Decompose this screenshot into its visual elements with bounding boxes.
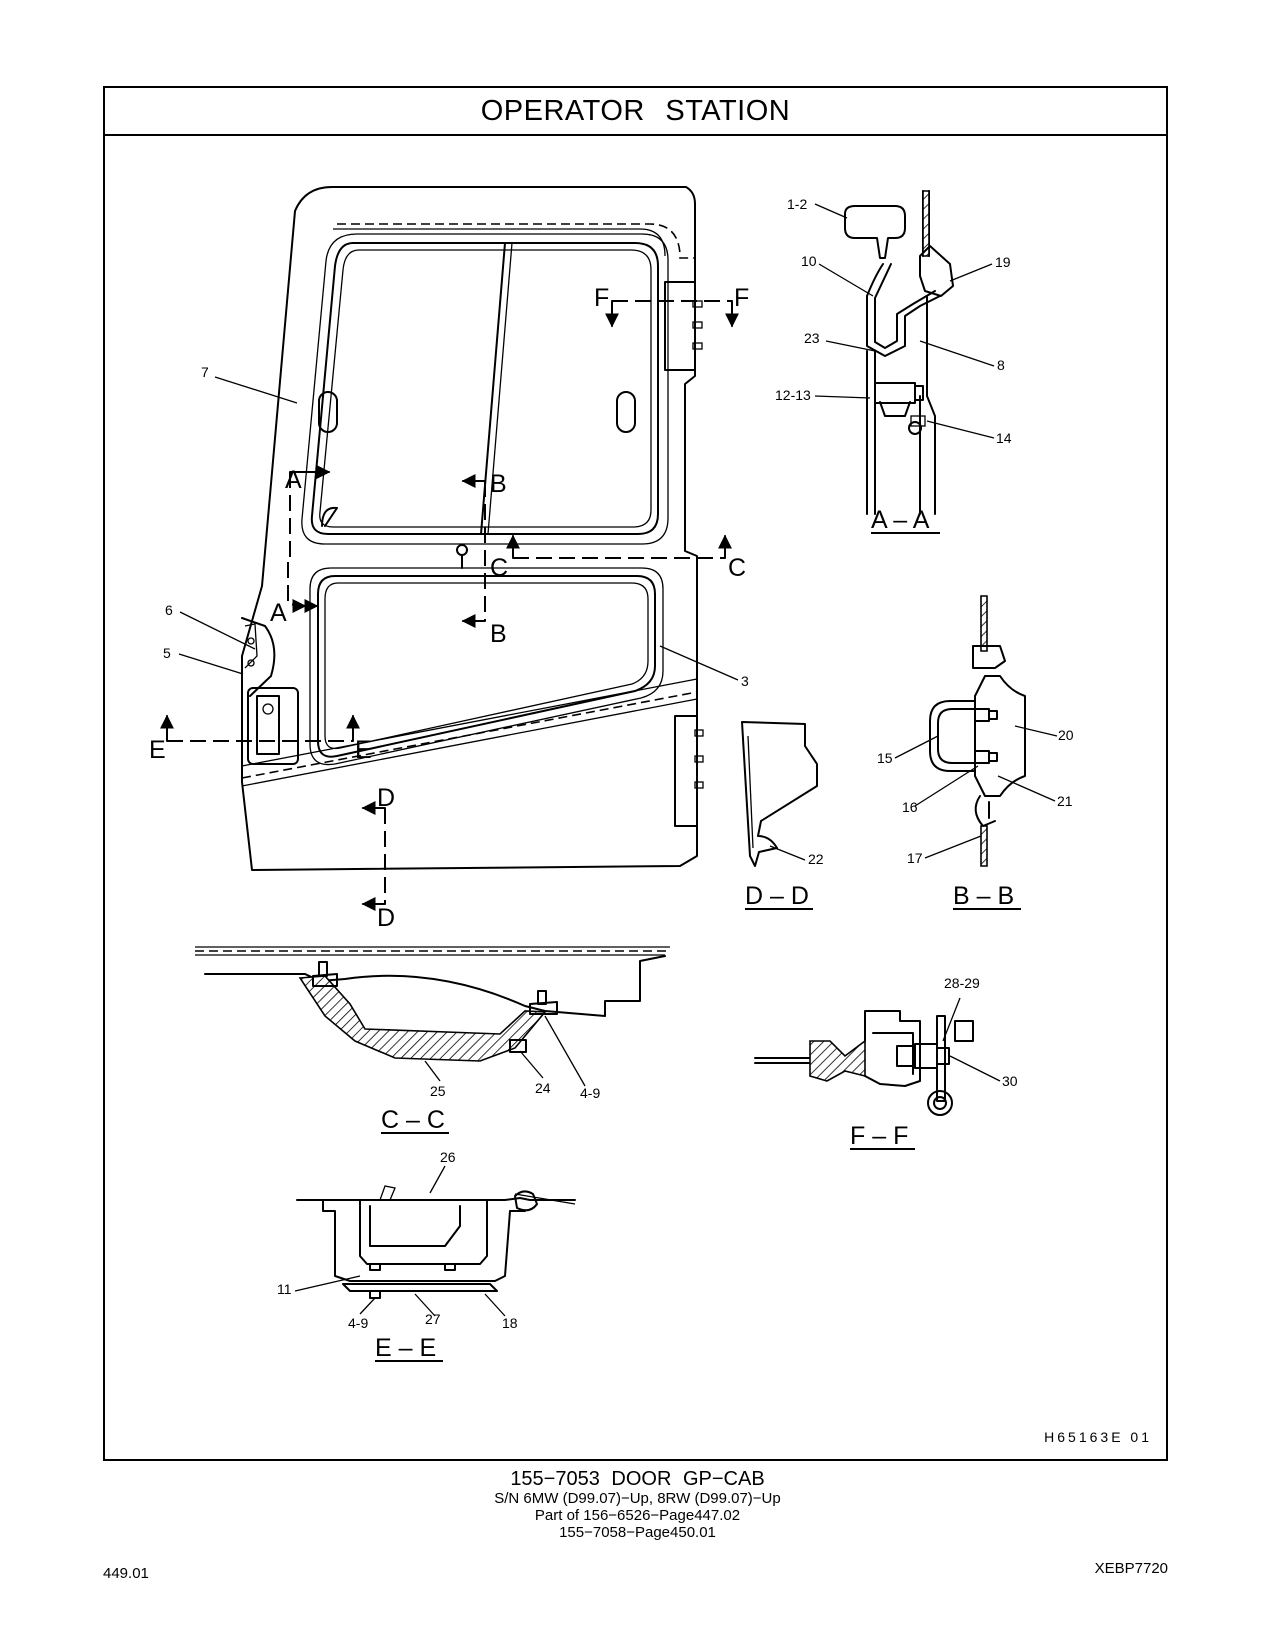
letter-b-bottom: B [490,620,507,648]
callout-4-9-cc: 4-9 [580,1085,600,1101]
callout-25: 25 [430,1083,446,1099]
letter-b-top: B [490,470,507,498]
section-label-c-c: C – C [381,1106,445,1134]
callout-11: 11 [277,1281,292,1297]
section-e-e: 26 11 4-9 27 18 E – E [277,1149,576,1362]
letter-d-top: D [377,784,395,812]
drawing-code: H65163E 01 [1044,1429,1152,1445]
callout-15: 15 [877,750,893,766]
caption-serial: S/N 6MW (D99.07)−Up, 8RW (D99.07)−Up [494,1490,781,1507]
drawing-svg: A A B B C C D D E E F F 7 6 5 3 [149,186,1074,1362]
section-c-c: 25 24 4-9 C – C [195,946,670,1134]
letter-e-right: E [355,736,372,764]
callout-19: 19 [995,254,1011,270]
section-label-d-d: D – D [745,882,809,910]
callout-10: 10 [801,253,817,269]
callout-17: 17 [907,850,923,866]
callout-18: 18 [502,1315,518,1331]
caption-part-of: Part of 156−6526−Page447.02 [534,1507,741,1524]
callout-1-2: 1-2 [787,196,807,212]
cab-door-view: A A B B C C D D E E F F 7 6 5 3 [149,186,749,932]
letter-c-left: C [490,554,508,582]
callout-8: 8 [997,357,1005,373]
page-title: OPERATOR STATION [480,94,791,127]
title-bar: OPERATOR STATION [105,88,1166,136]
callout-22: 22 [808,851,824,867]
callout-7: 7 [201,364,209,380]
letter-a-bottom: A [270,599,287,627]
section-label-f-f: F – F [850,1122,908,1150]
callout-24: 24 [535,1080,551,1096]
section-d-d: 22 D – D [741,721,824,910]
section-b-b: 20 15 16 21 17 B – B [877,595,1074,910]
letter-f-left: F [594,284,609,312]
callout-4-9-ee: 4-9 [348,1315,368,1331]
letter-f-right: F [734,284,749,312]
callout-12-13: 12-13 [775,387,811,403]
caption: 155−7053 DOOR GP−CAB S/N 6MW (D99.07)−Up… [0,1468,1275,1541]
callout-5: 5 [163,645,171,661]
caption-page-ref: 155−7058−Page450.01 [559,1524,716,1541]
callout-6: 6 [165,602,173,618]
section-label-a-a: A – A [871,506,930,534]
cut-line-a [287,472,306,607]
callout-16: 16 [902,799,918,815]
callout-21: 21 [1057,793,1073,809]
document-code: XEBP7720 [1094,1560,1168,1577]
section-label-b-b: B – B [953,882,1014,910]
callout-20: 20 [1058,727,1074,743]
callout-14: 14 [996,430,1012,446]
callout-23: 23 [804,330,820,346]
parts-diagram-frame: OPERATOR STATION [103,86,1168,1461]
section-label-e-e: E – E [375,1334,436,1362]
callout-30: 30 [1002,1073,1018,1089]
letter-d-bottom: D [377,904,395,932]
callout-26: 26 [440,1149,456,1165]
callout-3: 3 [741,673,749,689]
callout-27: 27 [425,1311,441,1327]
page-number: 449.01 [103,1565,149,1582]
caption-title: 155−7053 DOOR GP−CAB [510,1468,765,1490]
section-f-f: 28-29 30 F – F [754,975,1018,1150]
letter-c-right: C [728,554,746,582]
letter-e-left: E [149,736,166,764]
callout-28-29: 28-29 [944,975,980,991]
letter-a-top: A [285,466,302,494]
exploded-view-drawing: A A B B C C D D E E F F 7 6 5 3 [105,136,1166,1459]
section-a-a: 1-2 10 19 23 8 12-13 14 A – A [775,190,1012,534]
